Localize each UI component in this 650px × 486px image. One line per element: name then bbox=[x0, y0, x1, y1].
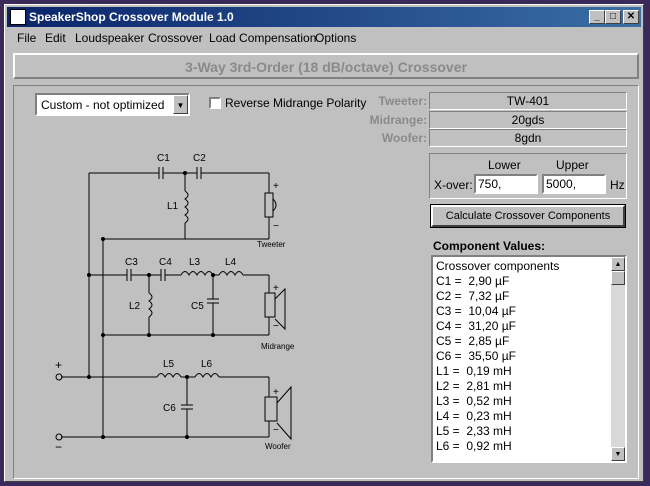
list-item[interactable]: L1 = 0,19 mH bbox=[436, 364, 512, 378]
xover-box: Lower Upper X-over: 750, 5000, Hz bbox=[429, 153, 627, 199]
label-midrange-plus: + bbox=[273, 283, 279, 294]
calculate-button[interactable]: Calculate Crossover Components bbox=[430, 204, 626, 228]
list-item[interactable]: C5 = 2,85 µF bbox=[436, 334, 510, 348]
list-item[interactable]: L4 = 0,23 mH bbox=[436, 409, 512, 423]
label-l5: L5 bbox=[163, 359, 175, 370]
lower-input[interactable]: 750, bbox=[474, 174, 538, 194]
menu-file[interactable]: File bbox=[17, 31, 37, 45]
label-woofer-minus: − bbox=[273, 425, 279, 436]
preset-dropdown[interactable]: Custom - not optimized ▼ bbox=[35, 93, 190, 116]
label-tweeter-minus: − bbox=[273, 221, 279, 232]
upper-input[interactable]: 5000, bbox=[542, 174, 606, 194]
label-c1: C1 bbox=[157, 153, 170, 164]
menu-bar: File Edit Loudspeaker Crossover Load Com… bbox=[7, 28, 641, 48]
label-l4: L4 bbox=[225, 257, 237, 268]
midrange-label: Midrange: bbox=[369, 113, 427, 127]
label-l3: L3 bbox=[189, 257, 201, 268]
upper-label: Upper bbox=[556, 158, 589, 172]
minimize-button[interactable]: _ bbox=[589, 10, 605, 24]
component-values-title: Component Values: bbox=[433, 239, 546, 253]
label-c3: C3 bbox=[125, 257, 138, 268]
list-item[interactable]: L6 = 0,92 mH bbox=[436, 439, 512, 453]
label-l1: L1 bbox=[167, 201, 179, 212]
label-l2: L2 bbox=[129, 301, 141, 312]
app-icon[interactable] bbox=[10, 9, 26, 25]
label-c4: C4 bbox=[159, 257, 172, 268]
list-item[interactable]: C2 = 7,32 µF bbox=[436, 289, 510, 303]
list-item[interactable]: C3 = 10,04 µF bbox=[436, 304, 516, 318]
crossover-schematic: C1 C2 L1 + − Tweeter C3 C4 L3 L4 L2 C5 +… bbox=[55, 153, 295, 454]
label-tweeter: Tweeter bbox=[257, 240, 286, 249]
scroll-up-icon[interactable]: ▲ bbox=[611, 257, 625, 271]
app-window: SpeakerShop Crossover Module 1.0 _ □ ✕ F… bbox=[4, 4, 644, 482]
label-midrange-minus: − bbox=[273, 321, 279, 332]
preset-selected: Custom - not optimized bbox=[41, 98, 165, 112]
lower-label: Lower bbox=[488, 158, 521, 172]
xover-label: X-over: bbox=[434, 178, 473, 192]
label-c5: C5 bbox=[191, 301, 204, 312]
main-panel bbox=[13, 85, 639, 479]
reverse-midrange-label: Reverse Midrange Polarity bbox=[225, 96, 367, 110]
label-l6: L6 bbox=[201, 359, 213, 370]
chevron-down-icon[interactable]: ▼ bbox=[173, 95, 188, 114]
label-woofer-plus: + bbox=[273, 387, 279, 398]
menu-edit[interactable]: Edit bbox=[45, 31, 66, 45]
label-midrange: Midrange bbox=[261, 342, 295, 351]
label-input-plus: + bbox=[55, 358, 62, 372]
tweeter-label: Tweeter: bbox=[378, 94, 427, 108]
maximize-button[interactable]: □ bbox=[605, 10, 621, 24]
reverse-midrange-checkbox[interactable] bbox=[209, 97, 221, 109]
window-title: SpeakerShop Crossover Module 1.0 bbox=[29, 10, 234, 24]
title-bar[interactable]: SpeakerShop Crossover Module 1.0 _ □ ✕ bbox=[7, 7, 641, 27]
menu-options[interactable]: Options bbox=[315, 31, 357, 45]
list-item[interactable]: L5 = 2,33 mH bbox=[436, 424, 512, 438]
scroll-thumb[interactable] bbox=[611, 271, 625, 285]
hz-unit: Hz bbox=[610, 178, 625, 192]
crossover-type-banner: 3-Way 3rd-Order (18 dB/octave) Crossover bbox=[13, 53, 639, 79]
menu-crossover[interactable]: Crossover bbox=[148, 31, 203, 45]
midrange-field: 20gds bbox=[429, 111, 627, 129]
label-tweeter-plus: + bbox=[273, 181, 279, 192]
scroll-down-icon[interactable]: ▼ bbox=[611, 447, 625, 461]
list-item[interactable]: L2 = 2,81 mH bbox=[436, 379, 512, 393]
list-item[interactable]: C1 = 2,90 µF bbox=[436, 274, 510, 288]
menu-load-compensation[interactable]: Load Compensation bbox=[209, 31, 317, 45]
woofer-label: Woofer: bbox=[381, 131, 427, 145]
list-item[interactable]: C6 = 35,50 µF bbox=[436, 349, 516, 363]
label-input-minus: − bbox=[55, 440, 62, 454]
list-item[interactable]: Crossover components bbox=[436, 259, 560, 273]
label-woofer: Woofer bbox=[265, 442, 291, 451]
woofer-field: 8gdn bbox=[429, 129, 627, 147]
label-c2: C2 bbox=[193, 153, 206, 164]
label-c6: C6 bbox=[163, 403, 176, 414]
list-item[interactable]: L3 = 0,52 mH bbox=[436, 394, 512, 408]
list-scrollbar[interactable]: ▲ ▼ bbox=[611, 257, 625, 461]
list-item[interactable]: C4 = 31,20 µF bbox=[436, 319, 516, 333]
tweeter-field: TW-401 bbox=[429, 92, 627, 110]
close-button[interactable]: ✕ bbox=[623, 10, 639, 24]
menu-loudspeaker[interactable]: Loudspeaker bbox=[75, 31, 145, 45]
